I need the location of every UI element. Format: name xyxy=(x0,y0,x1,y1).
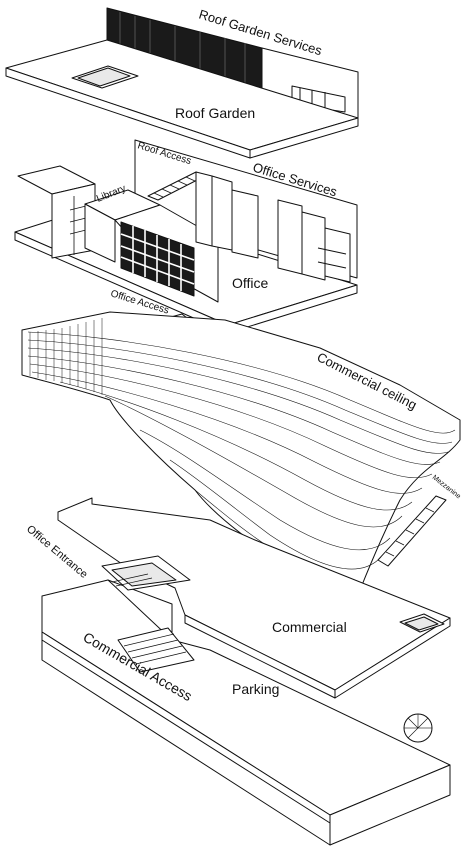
commercial-ceiling xyxy=(21,311,461,592)
library-block-front xyxy=(84,203,116,263)
parking-spiral-stair xyxy=(403,713,433,743)
label-commercial: Commercial xyxy=(272,619,347,635)
commercial-access-ramp xyxy=(117,627,195,673)
label-parking: Parking xyxy=(232,681,279,697)
commercial-slab-edge-side xyxy=(334,617,451,699)
office-level xyxy=(14,139,358,334)
ceiling-slats xyxy=(29,318,103,395)
label-roof-garden: Roof Garden xyxy=(175,105,255,121)
parking-wall-side xyxy=(329,764,451,846)
library-grid xyxy=(120,221,195,297)
roof-slab-edge-side xyxy=(249,117,359,159)
roof-garden-level xyxy=(5,7,359,159)
mezzanine-stair xyxy=(377,495,447,567)
label-office: Office xyxy=(232,275,269,291)
parking-level xyxy=(41,579,451,846)
office-service-rooms xyxy=(195,171,351,283)
